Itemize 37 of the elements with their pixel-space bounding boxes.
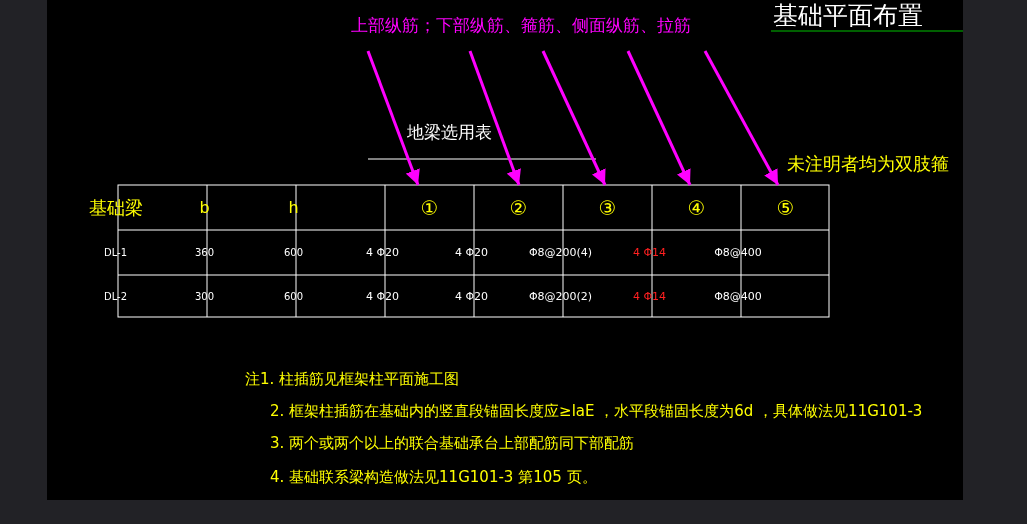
arrow bbox=[541, 50, 607, 186]
circled-number: ④ bbox=[652, 185, 741, 230]
table-cell-text: 4 Φ20 bbox=[364, 288, 401, 305]
annotation-text: 上部纵筋；下部纵筋、箍筋、侧面纵筋、拉筋 bbox=[322, 13, 720, 37]
table-cell-text: Φ8@400 bbox=[713, 245, 763, 261]
circled-number: ① bbox=[385, 185, 474, 230]
table-cell-text: 4 Φ20 bbox=[453, 288, 490, 305]
arrow bbox=[626, 50, 692, 186]
table-cell-text: 360 bbox=[193, 246, 216, 260]
table-cell-text: b bbox=[198, 197, 211, 219]
table-cell-text: 4 Φ14 bbox=[631, 288, 668, 305]
table-cell-text: Φ8@400 bbox=[713, 288, 763, 305]
table-cell-text: DL-2 bbox=[102, 289, 129, 304]
table-cell-text: h bbox=[287, 197, 300, 219]
arrow bbox=[468, 50, 521, 186]
note-text: 2. 框架柱插筋在基础内的竖直段锚固长度应≥laE ，水平段锚固长度为6d ，具体做法见11G101-3 bbox=[270, 404, 923, 419]
table-title: 地梁选用表 bbox=[407, 124, 492, 141]
note-text: 4. 基础联系梁构造做法见11G101-3 第105 页。 bbox=[270, 470, 597, 485]
table-cell-text: 4 Φ14 bbox=[631, 245, 668, 261]
table-cell-text: 4 Φ20 bbox=[364, 245, 401, 261]
table-cell-text: 600 bbox=[282, 289, 305, 304]
table-cell-text: 600 bbox=[282, 246, 305, 260]
arrow bbox=[703, 50, 780, 186]
note-text: 注1. 柱插筋见框架柱平面施工图 bbox=[245, 372, 460, 387]
table-cell-text: Φ8@200(4) bbox=[527, 245, 594, 261]
table-cell-text: 基础梁 bbox=[87, 195, 144, 220]
drawing-heading: 基础平面布置 bbox=[773, 3, 923, 28]
table-cell-text: 300 bbox=[193, 289, 216, 304]
arrow bbox=[366, 50, 420, 186]
circled-number: ② bbox=[474, 185, 563, 230]
table-cell-text: Φ8@200(2) bbox=[527, 288, 594, 305]
circled-number: ⑤ bbox=[741, 185, 830, 230]
note-text: 3. 两个或两个以上的联合基础承台上部配筋同下部配筋 bbox=[270, 436, 635, 451]
note-text: 未注明者均为双肢箍 bbox=[787, 155, 949, 173]
table-cell-text: 4 Φ20 bbox=[453, 245, 490, 261]
circled-number: ③ bbox=[563, 185, 652, 230]
table-cell-text: DL-1 bbox=[102, 246, 129, 260]
